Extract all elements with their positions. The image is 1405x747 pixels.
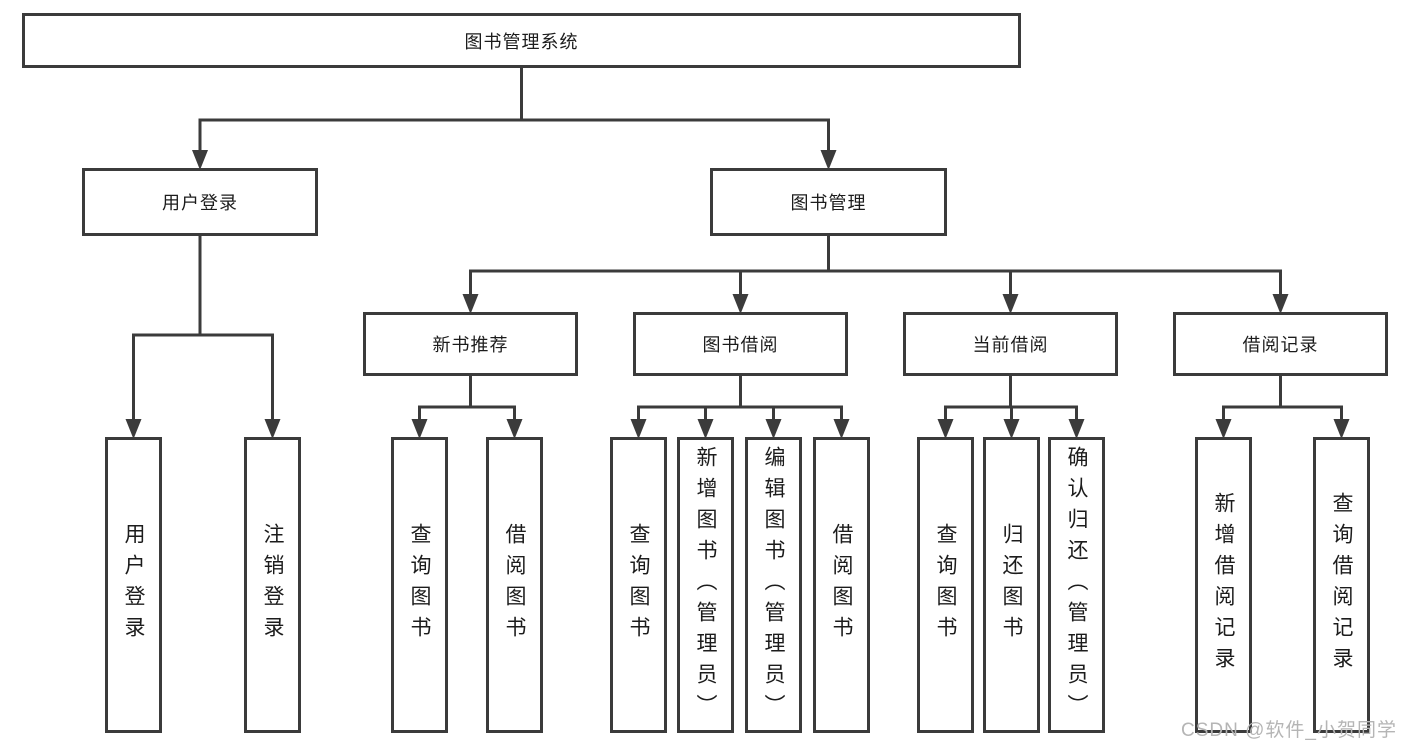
leaf-query-borrow-record: 查询借阅记录 xyxy=(1313,437,1370,733)
node-label: 图书借阅 xyxy=(702,335,779,355)
node-label: 图书管理系统 xyxy=(464,31,579,52)
node-book-management: 图书管理 xyxy=(710,168,947,236)
leaf-current-query-books: 查询图书 xyxy=(917,437,974,733)
node-current-borrowing: 当前借阅 xyxy=(903,312,1118,376)
leaf-edit-books-admin: 编辑图书（管理员） xyxy=(745,437,802,733)
node-label: 查询图书 xyxy=(934,523,957,647)
node-label: 归还图书 xyxy=(1000,523,1023,647)
leaf-logout: 注销登录 xyxy=(244,437,301,733)
node-user-login: 用户登录 xyxy=(82,168,318,236)
node-label: 图书管理 xyxy=(790,193,867,213)
node-borrowing-records: 借阅记录 xyxy=(1173,312,1388,376)
node-book-borrowing: 图书借阅 xyxy=(633,312,848,376)
node-label: 新书推荐 xyxy=(432,335,509,355)
leaf-add-books-admin: 新增图书（管理员） xyxy=(677,437,734,733)
leaf-user-login: 用户登录 xyxy=(105,437,162,733)
csdn-watermark: CSDN @软件_小贺同学 xyxy=(1181,720,1397,741)
node-label: 用户登录 xyxy=(162,193,238,213)
node-label: 借阅记录 xyxy=(1242,335,1319,355)
leaf-recommend-borrow-books: 借阅图书 xyxy=(486,437,543,733)
leaf-confirm-return-admin: 确认归还（管理员） xyxy=(1048,437,1105,733)
leaf-borrow-query-books: 查询图书 xyxy=(610,437,667,733)
leaf-add-borrow-record: 新增借阅记录 xyxy=(1195,437,1252,733)
leaf-recommend-query-books: 查询图书 xyxy=(391,437,448,733)
connector-root-to-level2 xyxy=(192,68,837,170)
node-label: 用户登录 xyxy=(122,523,145,647)
connector-current-to-leaves xyxy=(937,376,1085,439)
connector-mgmt-to-level3 xyxy=(462,236,1289,314)
node-label: 查询图书 xyxy=(408,523,431,647)
node-label: 查询借阅记录 xyxy=(1330,492,1353,678)
node-label: 查询图书 xyxy=(627,523,650,647)
node-label: 借阅图书 xyxy=(503,523,526,647)
node-label: 确认归还（管理员） xyxy=(1065,445,1088,725)
connector-borrow-to-leaves xyxy=(630,376,850,439)
node-label: 编辑图书（管理员） xyxy=(762,445,785,725)
connector-records-to-leaves xyxy=(1215,376,1350,439)
node-label: 新增借阅记录 xyxy=(1212,492,1235,678)
connector-login-to-leaves xyxy=(125,236,281,439)
node-label: 注销登录 xyxy=(261,523,284,647)
node-new-book-recommend: 新书推荐 xyxy=(363,312,578,376)
leaf-return-books: 归还图书 xyxy=(983,437,1040,733)
node-label: 新增图书（管理员） xyxy=(694,445,717,725)
node-root-library-system: 图书管理系统 xyxy=(22,13,1021,68)
connector-rec-to-leaves xyxy=(411,376,523,439)
leaf-borrow-books: 借阅图书 xyxy=(813,437,870,733)
node-label: 当前借阅 xyxy=(972,335,1049,355)
node-label: 借阅图书 xyxy=(830,523,853,647)
